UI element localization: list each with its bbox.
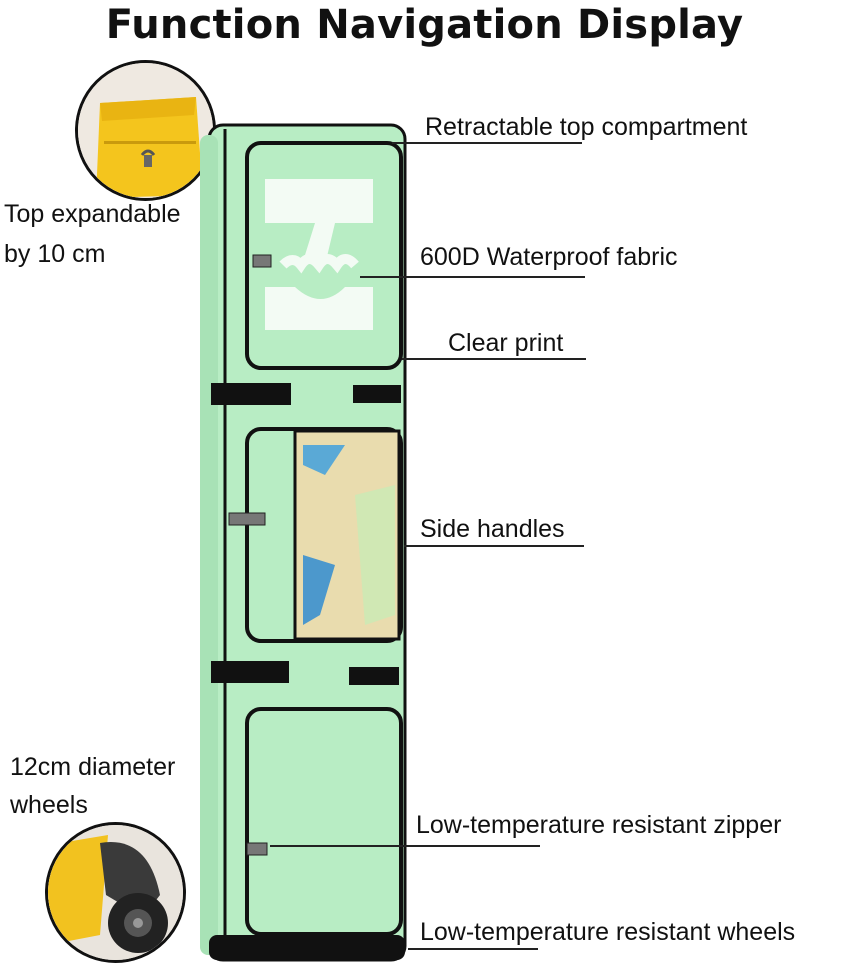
leader-line-retractable	[392, 142, 582, 144]
leader-line-wheels	[408, 948, 538, 950]
ski-bag-image	[200, 123, 407, 962]
leader-line-zipper	[270, 845, 540, 847]
callout-waterproof-fabric: 600D Waterproof fabric	[420, 243, 678, 271]
callout-wheels: Low-temperature resistant wheels	[420, 918, 796, 946]
leader-line-clear-print	[402, 358, 586, 360]
callout-side-handles: Side handles	[420, 515, 565, 543]
wheel-diameter-note-line2: wheels	[10, 791, 88, 819]
top-compartment-detail-image	[75, 60, 216, 201]
callout-retractable-top: Retractable top compartment	[425, 113, 748, 141]
callout-clear-print: Clear print	[448, 329, 564, 357]
leader-line-side-handles	[404, 545, 584, 547]
wheel-detail-image	[45, 822, 186, 963]
top-expandable-note-line2: by 10 cm	[4, 240, 106, 268]
wheel-diameter-note-line1: 12cm diameter	[10, 753, 176, 781]
callout-zipper: Low-temperature resistant zipper	[416, 811, 782, 839]
top-expandable-note-line1: Top expandable	[4, 200, 181, 228]
leader-line-fabric	[360, 276, 585, 278]
page-title: Function Navigation Display	[105, 2, 744, 48]
